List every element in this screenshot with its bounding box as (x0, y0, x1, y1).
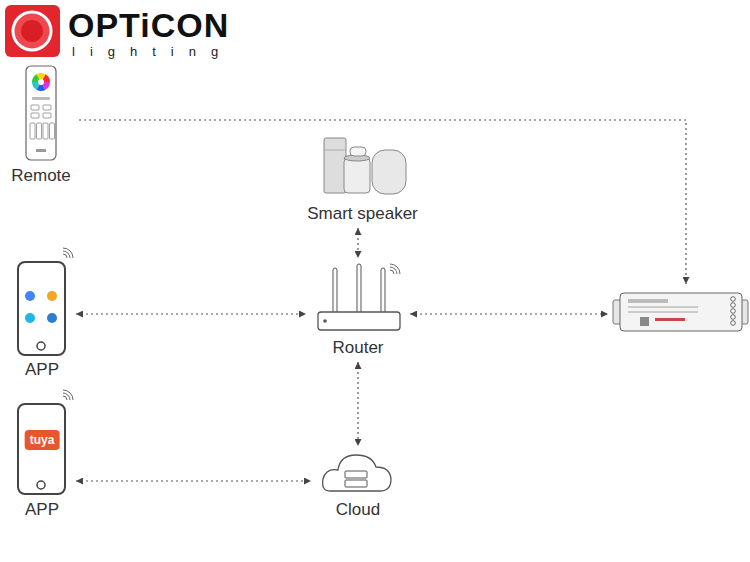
terminal (731, 303, 736, 308)
logo-icon (5, 5, 60, 57)
remote-button (43, 123, 48, 139)
logo-ring (13, 12, 51, 50)
node-label: Remote (11, 166, 71, 186)
node-label: Smart speaker (307, 204, 418, 224)
terminal (731, 321, 736, 326)
app-node: tuyaAPP (12, 398, 72, 520)
phone-body (18, 404, 65, 494)
controller-body (620, 293, 742, 331)
logo-core (21, 20, 43, 42)
router-antenna (381, 268, 385, 313)
phone-button (37, 481, 45, 489)
color-wheel-center (38, 79, 44, 85)
dotted-connector (76, 480, 311, 481)
phone-button (37, 342, 45, 350)
terminal (731, 297, 736, 302)
remote-slider (32, 97, 50, 100)
node-label: Cloud (336, 500, 380, 520)
remote-button (50, 123, 55, 139)
remote-logo (36, 149, 46, 152)
node-label: APP (25, 500, 59, 520)
node-label: Router (332, 338, 383, 358)
controller-marking (628, 311, 698, 313)
dotted-connector (357, 362, 358, 446)
app-logo-text: tuya (25, 430, 60, 450)
remote-button (43, 105, 51, 110)
app-icon (47, 313, 57, 323)
wifi-signal (63, 248, 73, 258)
remote-button (31, 113, 39, 118)
terminal (731, 315, 736, 320)
server (345, 480, 367, 487)
remote-body (26, 66, 56, 160)
controller-marking (628, 306, 698, 308)
controller-node (612, 288, 748, 336)
speaker (372, 150, 406, 194)
node-label: APP (25, 360, 59, 380)
dotted-connector (76, 313, 306, 314)
wifi-signal (63, 390, 73, 400)
app-icon (25, 313, 35, 323)
router-led (323, 319, 327, 323)
cloud-node: Cloud (315, 450, 401, 520)
app-icon (47, 291, 57, 301)
brand-tagline: lighting (72, 44, 233, 60)
cloud-outline (323, 455, 391, 491)
controller-marking (655, 318, 685, 321)
speaker (324, 138, 346, 193)
speaker-node: Smart speaker (300, 132, 425, 224)
app-node: APP (12, 258, 72, 380)
remote-button (37, 123, 42, 139)
remote-button (43, 113, 51, 118)
speaker (350, 147, 366, 156)
speaker (344, 158, 370, 193)
router-antenna (357, 264, 361, 313)
server (345, 471, 367, 478)
router-node: Router (310, 262, 406, 358)
wifi-signal (390, 264, 400, 274)
router-antenna (333, 268, 337, 313)
phone-body (18, 262, 65, 355)
remote-node: Remote (7, 62, 75, 186)
dotted-connector (410, 313, 608, 314)
dotted-connector (79, 120, 686, 284)
router-body (318, 312, 400, 330)
controller-marking (628, 299, 668, 303)
speaker-detail (324, 150, 346, 151)
terminal (731, 309, 736, 314)
qr-code (640, 317, 649, 326)
brand-name: OPTiCON (68, 6, 229, 44)
remote-button (30, 123, 35, 139)
dotted-connector (357, 228, 358, 258)
app-icon (25, 291, 35, 301)
remote-button (31, 105, 39, 110)
